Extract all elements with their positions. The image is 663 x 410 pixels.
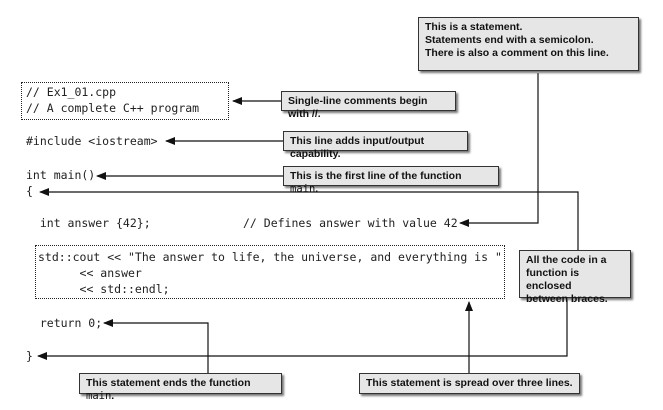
callout-ends-text: This statement ends the function <box>86 377 251 389</box>
callout-first-line-text: This is the first line of the function <box>290 170 462 182</box>
callout-braces: All the code in a function is enclosed b… <box>519 250 631 305</box>
callout-first-line: This is the first line of the function m… <box>283 166 499 195</box>
arrow-open-brace <box>39 188 579 250</box>
code-include-line: #include <iostream> <box>26 134 158 148</box>
callout-ends-code: main <box>86 390 112 402</box>
callout-comments: Single-line comments begin with //. <box>281 91 456 120</box>
code-main-line: int main() <box>26 168 96 182</box>
code-return-line: return 0; <box>26 316 103 330</box>
code-comment-line-1: // Ex1_01.cpp <box>26 85 117 99</box>
comments-frame <box>21 82 229 120</box>
callout-first-line-suffix: . <box>315 183 319 195</box>
code-comment-line-2: // A complete C++ program <box>26 101 200 115</box>
code-cout-line-2: << answer <box>38 266 142 280</box>
code-answer-comment: // Defines answer with value 42 <box>243 216 458 230</box>
arrow-statement <box>459 73 539 227</box>
arrow-close-brace <box>37 300 568 360</box>
callout-include: This line adds input/output capability. <box>283 131 468 160</box>
code-close-brace: } <box>26 349 33 363</box>
callout-statement: This is a statement. Statements end with… <box>418 17 639 71</box>
callout-ends-suffix: . <box>111 390 115 402</box>
callout-spread: This statement is spread over three line… <box>359 373 580 394</box>
code-open-brace: { <box>26 184 33 198</box>
code-cout-line-3: << std::endl; <box>38 282 170 296</box>
code-cout-line-1: std::cout << "The answer to life, the un… <box>38 250 502 264</box>
callout-first-line-code: main <box>290 183 316 195</box>
cout-statement-frame <box>35 245 505 299</box>
arrow-return <box>103 319 209 373</box>
callout-ends-function: This statement ends the function main. <box>79 373 282 402</box>
code-answer-line: int answer {42}; <box>26 216 151 230</box>
